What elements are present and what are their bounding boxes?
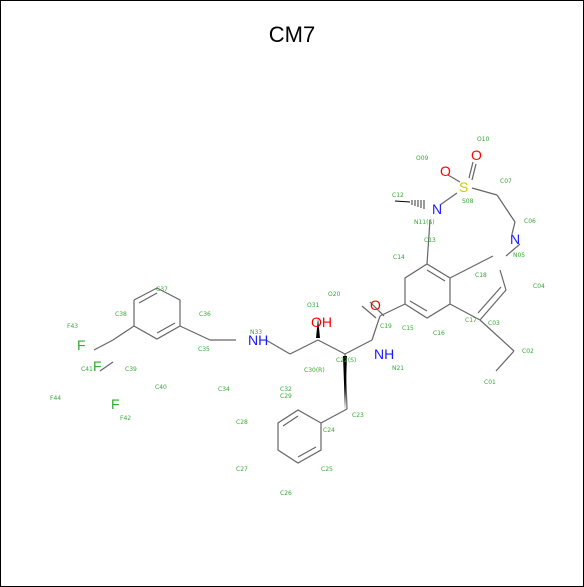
label-F42: F42	[120, 415, 131, 422]
atom-NH21: NH	[374, 346, 394, 362]
wedge-bond	[316, 318, 320, 338]
atom-F43: F	[77, 337, 86, 353]
label-C16: C16	[433, 330, 445, 337]
label-O09: O09	[416, 155, 429, 162]
label-N33: N33	[250, 329, 262, 336]
label-C14: C14	[393, 254, 405, 261]
atom-O09: O	[440, 163, 451, 179]
diagram-title: CM7	[268, 22, 316, 47]
label-C34: C34	[218, 386, 230, 393]
label-C25: C25	[321, 466, 333, 473]
atom-S08: S	[459, 179, 468, 195]
atom-F42: F	[111, 396, 120, 412]
label-C06: C06	[524, 218, 536, 225]
label-C03: C03	[488, 320, 500, 327]
label-F43: F43	[67, 323, 78, 330]
atom-O10: O	[471, 147, 482, 163]
label-C02: C02	[522, 348, 534, 355]
label-C27: C27	[236, 466, 248, 473]
methyl-bond	[394, 200, 411, 203]
label-F44: F44	[50, 395, 61, 402]
label-N21: N21	[392, 365, 404, 372]
label-C36: C36	[199, 311, 211, 318]
label-C23: C23	[352, 412, 364, 419]
atom-O20: O	[370, 297, 381, 313]
label-C37: C37	[156, 286, 168, 293]
atom-N05: N	[510, 231, 520, 247]
label-C41: C41	[81, 366, 93, 373]
label-C12: C12	[392, 192, 404, 199]
label-C19: C19	[380, 323, 392, 330]
label-C13: C13	[424, 237, 436, 244]
label-S08: S08	[462, 198, 474, 205]
label-C24: C24	[323, 427, 335, 434]
label-C32: C32	[280, 386, 292, 393]
atom-N33: NH	[248, 332, 268, 348]
label-N11: N11(S)	[414, 219, 435, 226]
bonds	[93, 161, 521, 464]
label-O31: O31	[307, 302, 320, 309]
label-C17: C17	[465, 317, 477, 324]
label-C38: C38	[115, 311, 127, 318]
label-C29: C29	[280, 393, 292, 400]
label-O10: O10	[477, 136, 490, 143]
label-C35: C35	[198, 346, 210, 353]
label-N05: N05	[513, 252, 525, 259]
label-C28: C28	[236, 419, 248, 426]
label-C26: C26	[280, 490, 292, 497]
label-C15: C15	[402, 325, 414, 332]
wedge-bond	[343, 356, 347, 410]
atom-OH: OH	[311, 314, 332, 330]
atom-F44: F	[93, 358, 102, 374]
hash-bond	[411, 200, 425, 209]
atom-labels: C01 C02 C03 C04 N05 C06 C07 S08 O09 O10 …	[50, 136, 545, 497]
label-C07: C07	[500, 178, 512, 185]
label-C39: C39	[125, 366, 137, 373]
label-C18: C18	[475, 272, 487, 279]
label-C30: C30(R)	[304, 367, 325, 374]
label-O20: O20	[328, 291, 341, 298]
label-C40: C40	[155, 384, 167, 391]
label-C01: C01	[484, 379, 496, 386]
label-C22: C22(S)	[336, 357, 356, 364]
atom-N11: N	[432, 201, 442, 217]
label-C04: C04	[533, 283, 545, 290]
